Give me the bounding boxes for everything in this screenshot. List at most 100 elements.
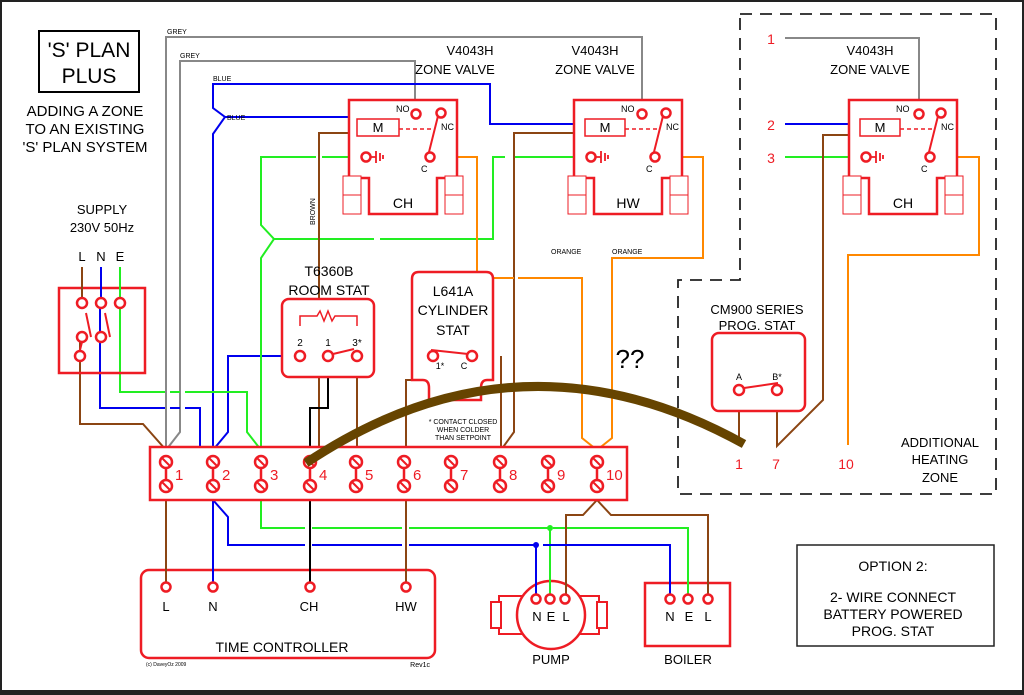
svg-text:NO: NO	[396, 104, 410, 114]
blue-wire-roomstat	[212, 355, 290, 451]
valve-type: ZONE VALVE	[830, 62, 910, 77]
svg-text:STAT: STAT	[436, 322, 470, 338]
zone-valve-additional-ch: V4043H ZONE VALVE M NO NC C CH	[830, 43, 964, 216]
boiler: N E L BOILER	[643, 560, 732, 667]
svg-text:E: E	[116, 249, 125, 264]
motor-label: M	[875, 120, 886, 135]
valve-model: V4043H	[572, 43, 619, 58]
svg-text:2- WIRE CONNECT: 2- WIRE CONNECT	[830, 589, 956, 605]
valve-type: ZONE VALVE	[555, 62, 635, 77]
strip-terminal: 8	[492, 454, 517, 494]
svg-text:3*: 3*	[352, 338, 362, 349]
grey-wire-zone3	[785, 37, 920, 108]
svg-text:C: C	[421, 164, 428, 174]
valve-zone: HW	[616, 195, 640, 211]
valve-zone: CH	[393, 195, 413, 211]
time-controller: L N CH HW TIME CONTROLLER (c) DaveyOz 20…	[139, 560, 437, 669]
brown-wire-supply-live	[79, 342, 167, 451]
title-line1: 'S' PLAN	[48, 39, 131, 62]
supply-label: SUPPLY 230V 50Hz L N E	[70, 202, 134, 264]
valve-zone: CH	[893, 195, 913, 211]
grey-wire-hw	[165, 36, 643, 450]
strip-terminal-number: 7	[460, 467, 468, 484]
prog-stat: CM900 SERIES PROG. STAT A B*	[710, 302, 807, 413]
strip-terminal: 7	[443, 454, 468, 494]
wire-label-grey: GREY	[167, 29, 187, 36]
wire-label-blue: BLUE	[213, 76, 232, 83]
wire-label-brown: BROWN	[310, 198, 317, 225]
blue-wire-supply	[99, 305, 213, 451]
strip-terminal: 10	[589, 454, 623, 494]
strip-terminal-number: 4	[319, 467, 327, 484]
brown-wire-pump-live	[565, 499, 598, 597]
motor-label: M	[373, 120, 384, 135]
grey-wire-ch	[165, 60, 416, 451]
pump-name: PUMP	[532, 652, 570, 667]
zone-output-7: 7	[772, 456, 780, 472]
zone-output-1: 1	[735, 456, 743, 472]
zone-valve-hw: V4043H ZONE VALVE M NO NC C HW	[555, 43, 689, 216]
svg-text:OPTION 2:: OPTION 2:	[858, 558, 927, 574]
brown-wire-hw-motor	[500, 132, 585, 451]
valve-type: ZONE VALVE	[415, 62, 495, 77]
zone-input-2: 2	[767, 117, 775, 133]
svg-text:1: 1	[325, 338, 331, 349]
earth-junction	[547, 525, 553, 531]
cylinder-stat-model: L641A	[433, 283, 474, 299]
svg-text:C: C	[921, 164, 928, 174]
valve-model: V4043H	[847, 43, 894, 58]
blue-wire-hw-motor	[212, 83, 585, 450]
strip-terminal-number: 5	[365, 467, 373, 484]
svg-text:230V 50Hz: 230V 50Hz	[70, 220, 134, 235]
strip-terminal-number: 6	[413, 467, 421, 484]
svg-text:NC: NC	[441, 122, 454, 132]
svg-text:2: 2	[297, 338, 303, 349]
svg-text:E: E	[685, 609, 694, 624]
svg-text:N: N	[208, 599, 217, 614]
svg-text:B*: B*	[772, 372, 782, 382]
strip-terminal: 2	[205, 454, 230, 494]
additional-zone-label: ADDITIONAL HEATING ZONE	[901, 435, 979, 485]
svg-text:HW: HW	[395, 599, 417, 614]
strip-terminal: 6	[396, 454, 421, 494]
supply-isolator	[57, 267, 147, 375]
room-stat: T6360B ROOM STAT 2 1 3*	[280, 263, 376, 379]
svg-text:NC: NC	[941, 122, 954, 132]
strip-terminal: 1	[158, 454, 183, 494]
brown-wire-boiler-live	[596, 499, 709, 597]
svg-text:N: N	[96, 249, 105, 264]
svg-text:L: L	[562, 609, 569, 624]
svg-text:NO: NO	[896, 104, 910, 114]
additional-zone-boundary	[677, 13, 997, 495]
svg-text:SUPPLY: SUPPLY	[77, 202, 128, 217]
time-controller-name: TIME CONTROLLER	[215, 639, 348, 655]
strip-terminal: 3	[253, 454, 278, 494]
svg-text:ADDITIONAL: ADDITIONAL	[901, 435, 979, 450]
zone-input-3: 3	[767, 150, 775, 166]
svg-text:NO: NO	[621, 104, 635, 114]
svg-text:PROG. STAT: PROG. STAT	[719, 318, 796, 333]
svg-text:BATTERY POWERED: BATTERY POWERED	[823, 606, 962, 622]
strip-terminal-number: 8	[509, 467, 517, 484]
title-line2: PLUS	[62, 65, 117, 88]
bottom-bar	[0, 691, 1024, 695]
svg-text:CYLINDER: CYLINDER	[418, 302, 489, 318]
zone-output-10: 10	[838, 456, 854, 472]
svg-text:NC: NC	[666, 122, 679, 132]
orange-wire-hw	[596, 156, 704, 451]
svg-text:E: E	[547, 609, 556, 624]
svg-text:ZONE: ZONE	[922, 470, 958, 485]
blue-wire-neutral-bus	[212, 499, 671, 597]
zone-valve-ch: V4043H ZONE VALVE M NO NC C CH	[342, 43, 495, 216]
svg-text:PROG. STAT: PROG. STAT	[852, 623, 935, 639]
svg-text:C: C	[461, 361, 468, 371]
question-marks: ??	[616, 344, 645, 374]
boiler-name: BOILER	[664, 652, 712, 667]
proposed-cable	[303, 381, 747, 467]
svg-text:CH: CH	[300, 599, 319, 614]
svg-text:N: N	[665, 609, 674, 624]
title-box: 'S' PLAN PLUS	[38, 30, 140, 93]
pump: N E L PUMP	[490, 560, 608, 667]
